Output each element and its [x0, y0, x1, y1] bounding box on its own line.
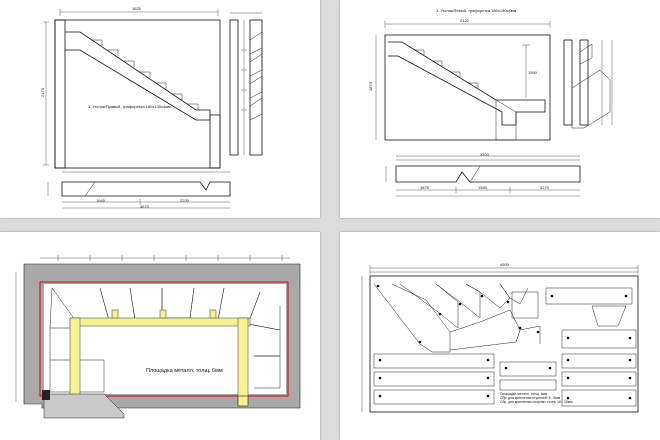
- sheet-2-bottom-dim-3: 3270: [540, 185, 549, 190]
- note-line-3: Сбр. для крепления опорных стоек: 16 - 1…: [500, 400, 573, 405]
- sheet-2-bottom-dim-2: 1555: [478, 185, 487, 190]
- sheet-2-bottom-dim-1: 1875: [420, 185, 429, 190]
- drawing-sheet-2: 2120 1. Уголок/Левый, трафоретка 180х130…: [340, 0, 660, 218]
- sheet-4-notes: Площадка металл, толщ. 6мм Сбр. для креп…: [500, 392, 572, 405]
- note-line-1: Площадка металл, толщ. 6мм: [500, 392, 548, 396]
- cut-pieces-fan: [373, 283, 541, 353]
- platform-caption: Площадка металл, толщ. 6мм: [146, 368, 223, 374]
- sheet-2-left-dim: 1870: [367, 82, 373, 91]
- platform-plan-drawing: [15, 255, 301, 419]
- sheet-1-top-dim: 1625: [132, 6, 141, 11]
- cutting-layout-drawing: [361, 265, 639, 413]
- cut-pieces-right: [545, 287, 637, 407]
- sheet-2-top-dim: 2120: [460, 18, 469, 23]
- note-line-2: Сбр. для крепления ступеней: 6 - 8мм: [500, 396, 561, 401]
- sheet-2-stair-label: 1. Уголок/Левый, трафоретка 180х130х4мм: [436, 8, 517, 13]
- sheet-2-bottom-total: 2700: [480, 152, 489, 157]
- top-dimension-ticks: [57, 255, 283, 261]
- bolt-holes: [376, 284, 632, 400]
- sheet-1-bottom-dim-2: 2220: [180, 198, 189, 203]
- drawing-sheet-3: Площадка металл, толщ. 6мм: [0, 232, 320, 440]
- drawing-sheet-1: 1625 2170 1. Уголок/Правый, трафоретка 1…: [0, 0, 320, 218]
- cut-pieces-bottom: [373, 353, 557, 405]
- sheet-1-stair-label: 1. Уголок/Правый, трафоретка 180х130х4мм: [88, 104, 171, 109]
- l-stair-elevation-drawing: [375, 21, 613, 197]
- stair-elevation-drawing: [43, 9, 263, 209]
- sheet-1-left-dim: 2170: [39, 88, 45, 97]
- drawing-sheet-4: 4900 Площадка металл, толщ. 6мм Сбр. для…: [340, 232, 660, 440]
- sheet-1-bottom-total: 4670: [140, 204, 149, 209]
- sheet-2-mid-dim: 1590: [528, 70, 537, 75]
- sheet-1-bottom-dim-1: 1945: [96, 198, 105, 203]
- sheet-4-top-dim: 4900: [500, 262, 509, 267]
